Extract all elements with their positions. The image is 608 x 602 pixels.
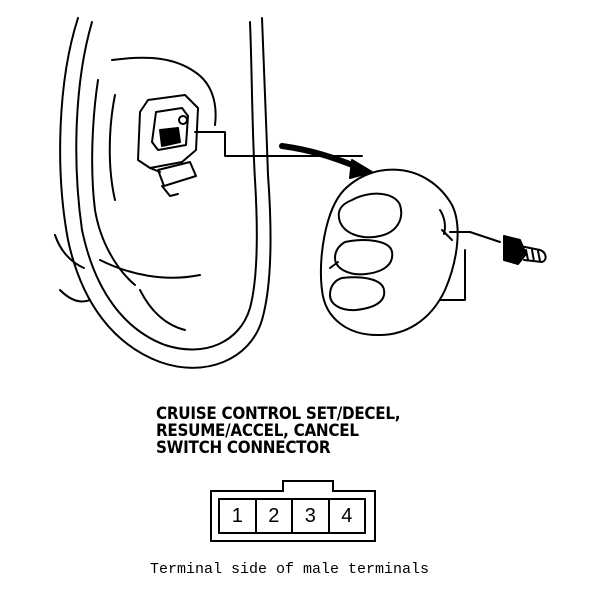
connector-title: CRUISE CONTROL SET/DECEL, RESUME/ACCEL, … (156, 405, 450, 456)
title-line-2: RESUME/ACCEL, CANCEL (156, 421, 359, 440)
connector-pin-row: 1 2 3 4 (218, 498, 366, 534)
connector-caption: Terminal side of male terminals (150, 561, 430, 578)
connector-lock-tab (282, 480, 334, 492)
terminal-pin-3: 3 (293, 500, 330, 532)
steering-wheel-icon (54, 17, 363, 369)
terminal-pin-4: 4 (341, 504, 353, 527)
title-line-3: SWITCH CONNECTOR (156, 438, 331, 457)
title-line-1: CRUISE CONTROL SET/DECEL, (156, 404, 401, 423)
connector-diagram: 1 2 3 4 (210, 480, 376, 542)
bolt-icon (503, 235, 547, 265)
switch-assembly-icon (319, 168, 501, 337)
terminal-pin-2: 2 (257, 500, 293, 532)
terminal-pin-1: 1 (220, 500, 257, 532)
arrow-icon (279, 143, 373, 179)
